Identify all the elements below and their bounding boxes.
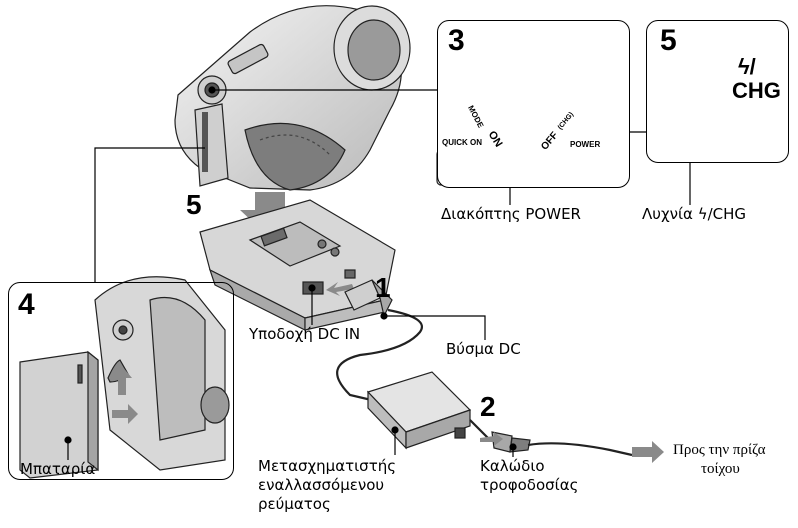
battery-label: Μπαταρία: [20, 460, 96, 478]
quick-on-label: QUICK ON: [442, 138, 482, 147]
ac-adaptor-line-1: Μετασχηματιστής: [258, 457, 397, 475]
battery-arrow-up: [112, 366, 132, 395]
power-cord-line-1: Καλώδιο: [480, 457, 545, 475]
ac-adaptor-drawing: [366, 371, 472, 450]
lamp-label: Λυχνία ϟ/CHG: [642, 205, 747, 223]
power-switch-label: Διακόπτης POWER: [441, 205, 581, 223]
step-4-number: 4: [18, 288, 35, 321]
dc-insert-arrow: [326, 282, 354, 296]
flash-glyph: ϟ/: [738, 54, 756, 79]
ac-adaptor-line-2: εναλλασσόμενου: [258, 476, 385, 494]
inset-power-box: [437, 20, 630, 188]
dc-plug-label: Βύσμα DC: [446, 340, 521, 358]
step-5-inset-number: 5: [660, 24, 677, 57]
wall-outlet-arrow: [632, 441, 664, 463]
step-1-number: 1: [375, 272, 391, 303]
power-cord-line-2: τροφοδοσίας: [480, 476, 579, 494]
inset-battery-box: [8, 282, 234, 480]
wall-outlet-line-2: τοίχου: [701, 461, 740, 477]
chg-lamp-text: CHG: [732, 78, 781, 103]
step-3-number: 3: [448, 24, 465, 57]
dc-cable: [336, 308, 423, 404]
wall-outlet-line-1: Προς την πρίζα: [673, 442, 766, 458]
step-2-number: 2: [480, 391, 496, 422]
camcorder-drawing: [174, 5, 411, 191]
inset-lamp-box: [646, 20, 789, 163]
dc-in-jack-label: Υποδοχή DC IN: [249, 325, 361, 343]
battery-inset-drawing: [19, 276, 230, 479]
cord-arrow: [480, 432, 503, 446]
power-small-label: POWER: [570, 140, 601, 149]
step-5-number: 5: [186, 189, 202, 220]
ac-adaptor-line-3: ρεύματος: [258, 495, 331, 513]
battery-arrow-right: [112, 404, 138, 424]
dc-plug-drawing: [344, 279, 393, 318]
